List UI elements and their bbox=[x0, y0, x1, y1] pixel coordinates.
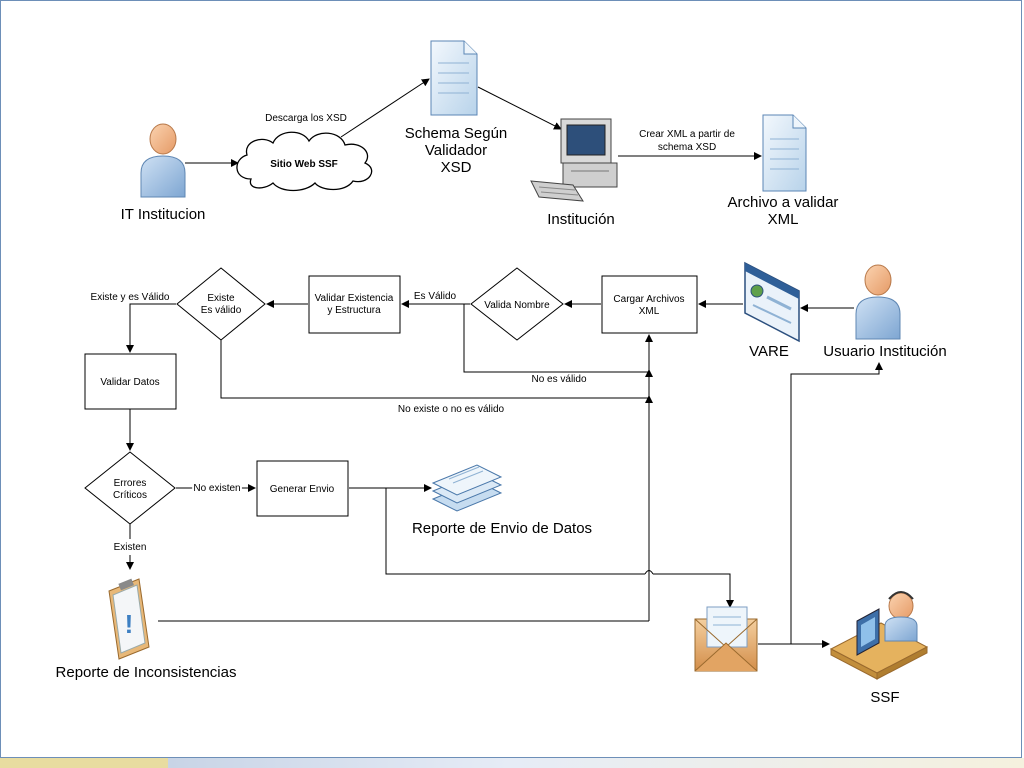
clipboard-icon: ! bbox=[108, 578, 150, 660]
institucion-label: Institución bbox=[547, 211, 615, 228]
schema-label-line1: Schema Según bbox=[405, 125, 508, 142]
archivo-document-icon bbox=[762, 114, 807, 192]
edge-cloud-to-schema bbox=[340, 78, 430, 138]
schema-label-line3: XSD bbox=[441, 159, 472, 176]
edge-existe-to-validar-datos bbox=[126, 303, 176, 353]
vare-browser-icon bbox=[744, 261, 800, 343]
bottom-bar-left bbox=[0, 758, 168, 768]
generar-envio-label: Generar Envio bbox=[270, 484, 335, 495]
reporte-envio-label: Reporte de Envio de Datos bbox=[412, 520, 592, 537]
validar-datos-label: Validar Datos bbox=[100, 377, 159, 388]
reporte-inconsistencias-label: Reporte de Inconsistencias bbox=[56, 664, 237, 681]
cloud-icon bbox=[236, 131, 373, 192]
edge-no-es-valido-label: No es válido bbox=[531, 374, 586, 385]
archivo-label-line1: Archivo a validar bbox=[728, 194, 839, 211]
vare-label: VARE bbox=[749, 343, 789, 360]
edge-existen-label: Existen bbox=[114, 542, 147, 553]
computer-icon bbox=[530, 118, 618, 202]
generar-envio-box bbox=[256, 460, 349, 517]
it-institucion-label: IT Institucion bbox=[121, 206, 206, 223]
existe-label-line1: Existe bbox=[207, 293, 235, 304]
valida-nombre-label: Valida Nombre bbox=[484, 300, 550, 311]
usuario-person-icon bbox=[855, 264, 901, 340]
edge-crear-xml-line1: Crear XML a partir de bbox=[639, 129, 735, 140]
existe-label-line2: Es válido bbox=[201, 305, 242, 316]
validar-existencia-line1: Validar Existencia bbox=[315, 293, 394, 304]
existe-diamond bbox=[176, 267, 266, 341]
cargar-label-line1: Cargar Archivos bbox=[613, 294, 684, 305]
errores-label-line1: Errores bbox=[114, 478, 147, 489]
edge-es-valido-label: Es Válido bbox=[414, 291, 457, 302]
cargar-label-line2: XML bbox=[639, 306, 660, 317]
edge-schema-to-institucion bbox=[477, 86, 562, 130]
errores-label-line2: Críticos bbox=[113, 490, 147, 501]
validar-existencia-line2: y Estructura bbox=[327, 305, 381, 316]
reporte-envio-stack-icon bbox=[431, 464, 503, 512]
edge-generar-to-mail-a bbox=[385, 488, 645, 575]
svg-text:!: ! bbox=[125, 609, 134, 639]
edge-no-existe-label: No existe o no es válido bbox=[398, 404, 505, 415]
valida-nombre-diamond bbox=[470, 267, 564, 341]
edge-no-existen-label: No existen bbox=[193, 483, 240, 494]
bottom-bar-right bbox=[168, 758, 1024, 768]
edge-no-es-valido bbox=[463, 304, 649, 373]
validar-existencia-box bbox=[308, 275, 401, 334]
edge-generar-to-mail-b bbox=[653, 573, 734, 608]
ssf-label: SSF bbox=[870, 689, 899, 706]
it-institucion-person-icon bbox=[140, 123, 186, 198]
edge-descarga-label: Descarga los XSD bbox=[265, 113, 347, 124]
schema-document-icon bbox=[430, 40, 478, 116]
envelope-icon bbox=[694, 606, 758, 672]
ssf-operator-icon bbox=[829, 591, 929, 680]
edge-hop bbox=[644, 570, 654, 575]
edge-mail-to-usuario bbox=[790, 362, 883, 644]
edge-no-existe bbox=[220, 340, 649, 399]
validar-datos-box bbox=[84, 353, 177, 410]
edge-existe-valido-label: Existe y es Válido bbox=[91, 292, 170, 303]
edge-crear-xml-line2: schema XSD bbox=[658, 142, 716, 153]
archivo-label-line2: XML bbox=[768, 211, 799, 228]
usuario-label: Usuario Institución bbox=[823, 343, 946, 360]
schema-label-line2: Validador bbox=[425, 142, 487, 159]
cargar-archivos-box bbox=[601, 275, 698, 334]
bottom-decorative-bar bbox=[0, 758, 1024, 768]
sitio-web-label: Sitio Web SSF bbox=[270, 159, 338, 170]
